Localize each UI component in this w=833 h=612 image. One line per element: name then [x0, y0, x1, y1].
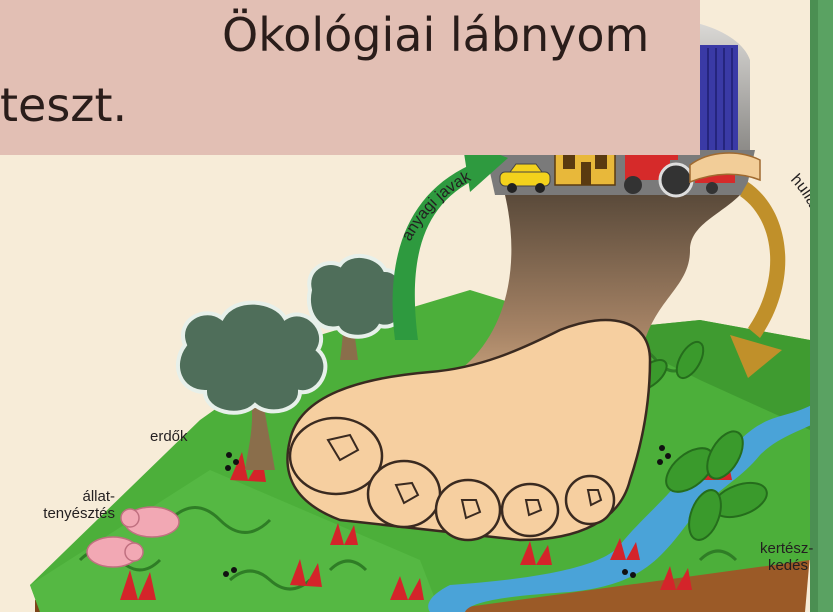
slide-title-line1: Ökológiai lábnyom: [222, 8, 649, 62]
forests-label: erdők: [150, 428, 188, 445]
slide-title-line2: teszt.: [0, 78, 127, 132]
waste-arrow: [730, 182, 785, 378]
goods-label: anyagi javak: [399, 168, 475, 244]
livestock-label: állat- tenyésztés: [20, 488, 115, 522]
side-accent-bar: [818, 0, 833, 612]
gardening-label: kertész- kedés: [760, 540, 808, 574]
side-accent-bar-inner: [810, 0, 818, 612]
